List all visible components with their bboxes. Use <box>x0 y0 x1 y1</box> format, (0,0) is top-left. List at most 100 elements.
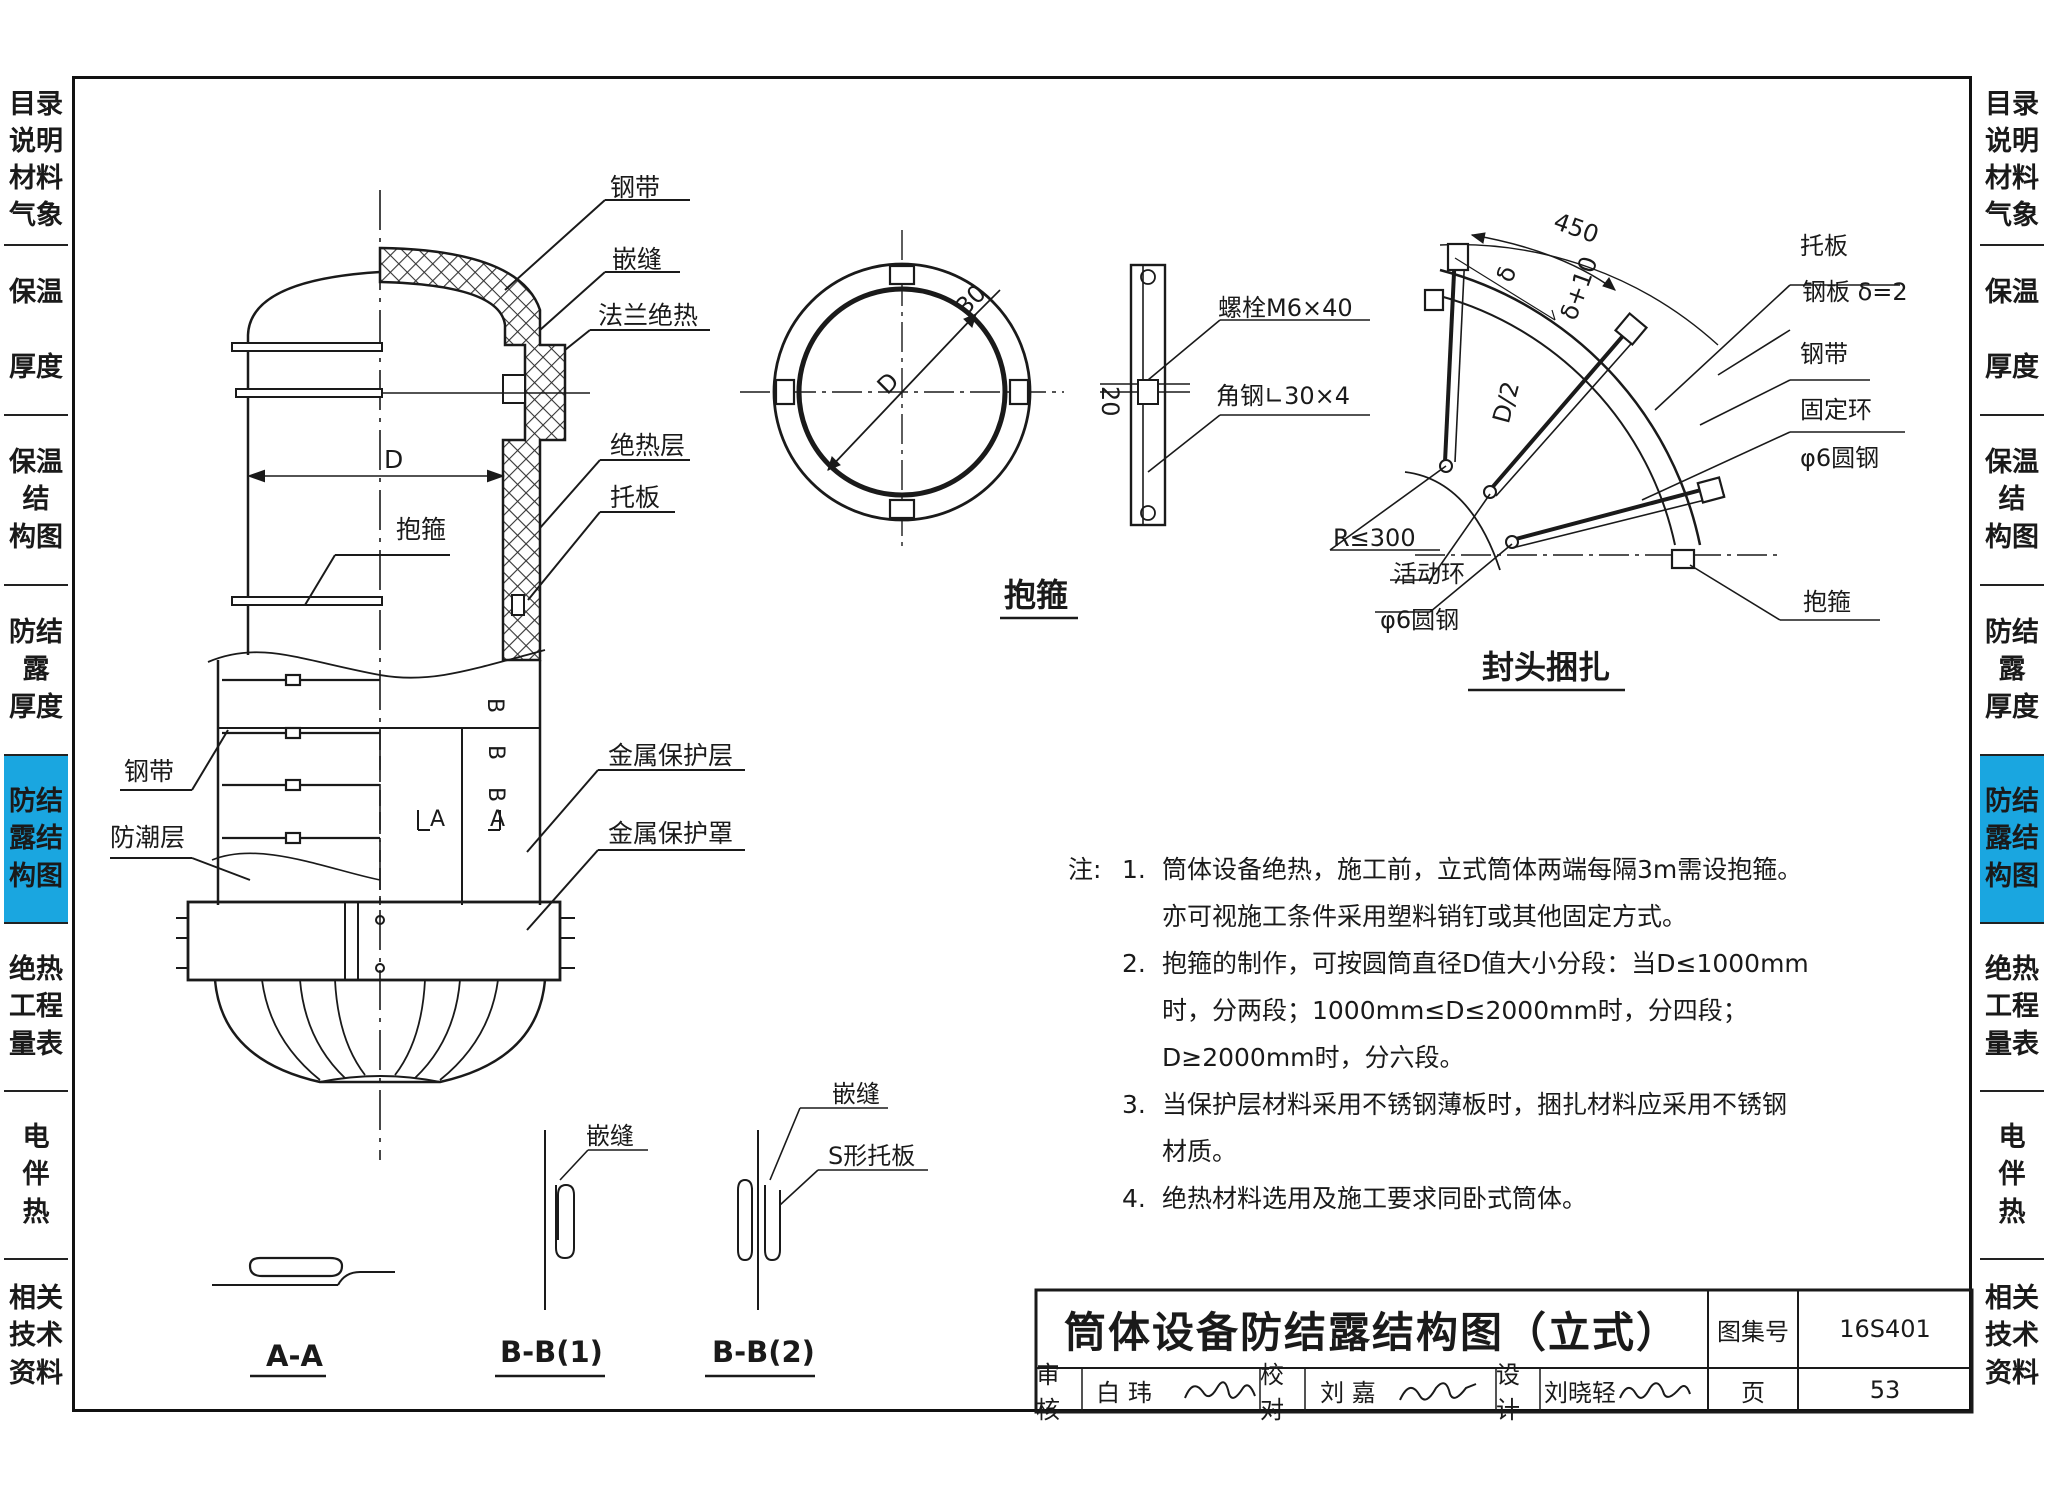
head-label-movable-ring: 活动环 <box>1393 560 1465 588</box>
main-vessel-view <box>110 190 745 1160</box>
note-number: 4. <box>1122 1184 1146 1213</box>
note-item: 2. 抱箍的制作，可按圆筒直径D值大小分段：当D≤1000mm 时，分两段；10… <box>1068 940 1888 1081</box>
title-block: 筒体设备防结露结构图（立式） 图集号 16S401 审核 白 玮 校对 刘 嘉 … <box>1036 1290 1972 1425</box>
sidebar-right: 目录 说明 材料 气象 保温 厚度 保温 结 构图 防结 露 厚度 防结 露结 … <box>1980 76 2044 1412</box>
hoop-detail-labels: 30 D 20 螺栓M6×40 角钢∟30×4 抱箍 <box>872 279 1353 614</box>
head-label-hoop: 抱箍 <box>1803 588 1851 616</box>
sidebar-divider <box>1980 922 2044 924</box>
sidebar-divider <box>1980 244 2044 246</box>
section-bb1-title: B-B(1) <box>500 1335 603 1369</box>
sidebar-divider <box>4 754 68 756</box>
label-hoop: 抱箍 <box>396 515 446 544</box>
label-metal-protective-layer: 金属保护层 <box>608 741 733 770</box>
note-item: 3. 当保护层材料采用不锈钢薄板时，捆扎材料应采用不锈钢 材质。 <box>1068 1081 1888 1175</box>
label-seam-top: 嵌缝 <box>612 245 662 274</box>
head-label-radius: R≤300 <box>1333 524 1416 552</box>
label-flange-insulation: 法兰绝热 <box>598 301 698 330</box>
sidebar-divider <box>1980 414 2044 416</box>
sidebar-divider <box>1980 754 2044 756</box>
reviewer-name: 白 玮 <box>1096 1378 1152 1407</box>
hoop-detail-title: 抱箍 <box>1004 576 1068 614</box>
cut-mark-a1: A <box>430 807 445 832</box>
label-steel-band-side: 钢带 <box>124 757 174 786</box>
sidebar-right-item-anticondensation-thickness[interactable]: 防结 露 厚度 <box>1985 617 2039 723</box>
head-dim-delta: δ <box>1491 262 1522 285</box>
sidebar-left-item-toc[interactable]: 目录 说明 材料 气象 <box>9 88 63 232</box>
check-label: 校对 <box>1260 1361 1284 1424</box>
note-text: 当保护层材料采用不锈钢薄板时，捆扎材料应采用不锈钢 材质。 <box>1162 1090 1788 1166</box>
sidebar-divider <box>4 414 68 416</box>
sidebar-divider <box>4 244 68 246</box>
main-vessel-labels: 钢带 嵌缝 法兰绝热 绝热层 托板 抱箍 金属保护层 钢带 防潮层 金属保护罩 … <box>110 173 733 852</box>
sidebar-divider <box>4 922 68 924</box>
notes-head: 注: <box>1068 855 1102 884</box>
note-number: 1. <box>1122 855 1146 884</box>
section-aa-title: A-A <box>266 1339 323 1373</box>
note-text: 筒体设备绝热，施工前，立式筒体两端每隔3m需设抱箍。 亦可视施工条件采用塑料销钉… <box>1162 855 1803 931</box>
head-label-round-steel-b: φ6圆钢 <box>1380 606 1459 634</box>
page-number: 53 <box>1869 1376 1901 1404</box>
sidebar-left-item-insulation-structure[interactable]: 保温 结 构图 <box>9 447 63 553</box>
sidebar-right-item-related-docs[interactable]: 相关 技术 资料 <box>1985 1283 2039 1389</box>
label-steel-band-top: 钢带 <box>610 173 660 202</box>
sidebar-divider <box>4 584 68 586</box>
head-label-round-steel: φ6圆钢 <box>1800 444 1879 472</box>
hoop-dim-20: 20 <box>1096 386 1124 417</box>
hoop-angle-steel-label: 角钢∟30×4 <box>1216 382 1350 410</box>
atlas-number: 16S401 <box>1839 1315 1931 1343</box>
label-insulation-layer: 绝热层 <box>610 431 685 460</box>
sidebar-left-item-quantity-table[interactable]: 绝热 工程 量表 <box>9 954 63 1060</box>
sidebar-left-item-electric-tracing[interactable]: 电 伴 热 <box>22 1122 50 1228</box>
label-metal-protective-cover: 金属保护罩 <box>608 819 733 848</box>
head-binding-labels: 450 δ δ+10 D/2 托板 钢板 δ=2 钢带 固定环 φ6圆钢 R≤3… <box>1333 207 1908 686</box>
sidebar-right-item-insulation-structure[interactable]: 保温 结 构图 <box>1985 447 2039 553</box>
notes-block: 注: 1. 筒体设备绝热，施工前，立式筒体两端每隔3m需设抱箍。 亦可视施工条件… <box>1068 846 1888 1222</box>
sidebar-divider <box>4 1090 68 1092</box>
section-labels: A-A B-B(1) B-B(2) 嵌缝 嵌缝 S形托板 <box>266 1080 915 1373</box>
note-number: 2. <box>1122 949 1146 978</box>
drawing-title: 筒体设备防结露结构图（立式） <box>1063 1307 1680 1357</box>
sidebar-right-item-anticondensation-structure[interactable]: 防结 露结 构图 <box>1980 756 2044 922</box>
hoop-bolt-label: 螺栓M6×40 <box>1218 294 1353 322</box>
atlas-label: 图集号 <box>1717 1317 1789 1346</box>
checker-name: 刘 嘉 <box>1320 1378 1376 1407</box>
cut-mark-b3: B <box>483 787 508 802</box>
head-detail-title: 封头捆扎 <box>1482 648 1610 686</box>
sidebar-right-item-electric-tracing[interactable]: 电 伴 热 <box>1998 1122 2026 1228</box>
sidebar-right-item-insulation-thickness[interactable]: 保温 厚度 <box>1985 277 2039 383</box>
note-number: 3. <box>1122 1090 1146 1119</box>
section-details <box>212 1107 928 1378</box>
sidebar-left: 目录 说明 材料 气象 保温 厚度 保温 结 构图 防结 露 厚度 防结 露结 … <box>4 76 68 1412</box>
cut-mark-b2: B <box>483 745 508 760</box>
hoop-detail <box>740 230 1370 620</box>
section-label-seam-1: 嵌缝 <box>586 1122 634 1150</box>
sidebar-divider <box>4 1258 68 1260</box>
head-label-support-plate: 托板 <box>1800 232 1848 260</box>
label-support-plate: 托板 <box>610 483 660 512</box>
sidebar-left-item-insulation-thickness[interactable]: 保温 厚度 <box>9 277 63 383</box>
sidebar-left-item-anticondensation-thickness[interactable]: 防结 露 厚度 <box>9 617 63 723</box>
sidebar-right-item-toc[interactable]: 目录 说明 材料 气象 <box>1985 88 2039 232</box>
head-label-steel-band: 钢带 <box>1800 340 1848 368</box>
label-moisture-barrier: 防潮层 <box>110 823 185 852</box>
hoop-dim-30: 30 <box>950 279 991 320</box>
review-label: 审核 <box>1036 1361 1060 1424</box>
design-label: 设计 <box>1496 1361 1520 1424</box>
cut-mark-a2: A <box>490 807 505 832</box>
sidebar-divider <box>1980 584 2044 586</box>
sidebar-right-item-quantity-table[interactable]: 绝热 工程 量表 <box>1985 954 2039 1060</box>
head-dim-450: 450 <box>1550 207 1603 249</box>
section-bb2-title: B-B(2) <box>712 1335 815 1369</box>
head-label-steel-plate: 钢板 δ=2 <box>1802 278 1908 306</box>
note-text: 抱箍的制作，可按圆筒直径D值大小分段：当D≤1000mm 时，分两段；1000m… <box>1162 949 1809 1072</box>
page-label: 页 <box>1741 1378 1765 1407</box>
sidebar-left-item-anticondensation-structure[interactable]: 防结 露结 构图 <box>4 756 68 922</box>
sidebar-left-item-related-docs[interactable]: 相关 技术 资料 <box>9 1283 63 1389</box>
title-block-grid <box>1034 1288 1974 1414</box>
head-dim-d2: D/2 <box>1487 378 1525 426</box>
head-binding-detail <box>1329 232 1905 692</box>
sidebar-divider <box>1980 1090 2044 1092</box>
note-item: 4. 绝热材料选用及施工要求同卧式筒体。 <box>1068 1175 1888 1222</box>
section-label-seam-2: 嵌缝 <box>832 1080 880 1108</box>
